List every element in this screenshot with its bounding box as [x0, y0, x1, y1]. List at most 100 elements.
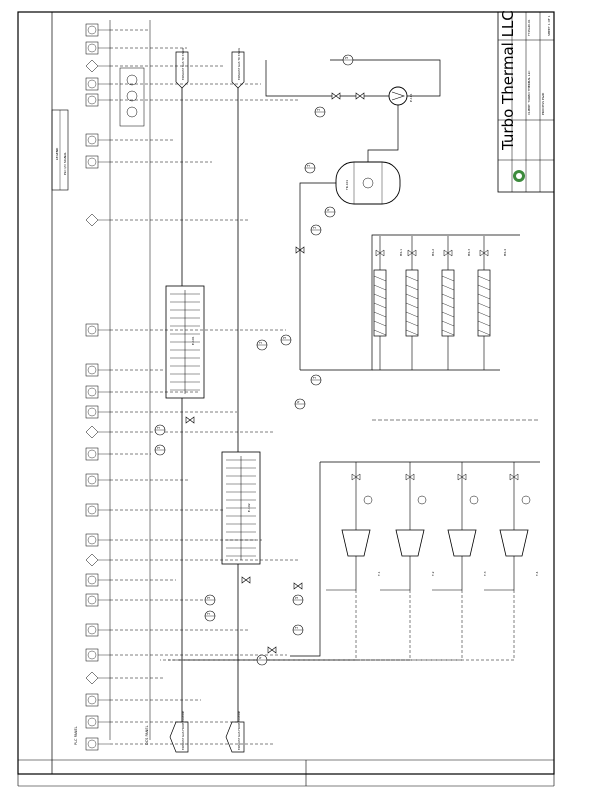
instrument-bubble-icon: TT — [154, 424, 166, 436]
instrument-tag: PT — [283, 337, 286, 340]
control-valve-icon[interactable] — [407, 249, 417, 257]
instrument-tag: TT — [259, 342, 262, 345]
control-valve-icon[interactable] — [457, 473, 467, 481]
recuperator-e102: E-102 — [221, 451, 261, 565]
plc-io-column — [85, 23, 145, 751]
diamond-function-icon — [85, 425, 110, 439]
plc-instrument-icon — [85, 155, 110, 169]
turbine-instrument-icon — [417, 495, 427, 505]
control-valve-icon[interactable] — [479, 249, 489, 257]
turbine-t4: T-4 — [484, 462, 539, 591]
plc-instrument-icon — [85, 503, 110, 517]
instrument-tag: LT — [259, 657, 262, 660]
exhaust-source-bottom-right: EXHAUST GAS FROM TURBINE — [225, 710, 245, 753]
diamond-function-icon — [85, 671, 110, 685]
legend-item: PLC I/O SIGNAL — [63, 152, 67, 175]
instrument-tag: PT — [295, 597, 298, 600]
plc-instrument-icon — [85, 405, 110, 419]
control-valve-icon[interactable] — [331, 92, 341, 100]
plc-instrument-icon — [85, 473, 110, 487]
vent-label: EXHAUST GAS FROM TURBINE — [181, 710, 185, 750]
heat-exchanger-hx4: HX-4 — [477, 236, 507, 370]
storage-tank-tk101: TK-101 — [335, 161, 401, 205]
instrument-bubble-icon: PT — [204, 594, 216, 606]
turbine-instrument-icon — [521, 495, 531, 505]
control-valve-icon[interactable] — [241, 576, 251, 584]
control-valve-icon[interactable] — [405, 473, 415, 481]
drawing-number: TT-P&ID-01 — [527, 19, 531, 37]
instrument-tag: TT — [313, 227, 316, 230]
diamond-function-icon — [85, 213, 110, 227]
control-valve-icon[interactable] — [293, 582, 303, 590]
equipment-tag: T-3 — [483, 571, 487, 577]
diamond-function-icon — [85, 553, 110, 567]
turbine-instrument-icon — [363, 495, 373, 505]
plc-instrument-icon — [85, 693, 110, 707]
drawing-title: PROCESS P&ID — [541, 92, 545, 115]
equipment-tag: HX-3 — [467, 249, 471, 256]
heat-exchanger-hx3: HX-3 — [441, 236, 471, 370]
sheet-number: SHEET 1 OF 1 — [547, 15, 551, 36]
heat-exchanger-hx1: HX-1 — [373, 236, 403, 370]
plc-panel-label: PLC PANEL — [74, 726, 78, 745]
plc-instrument-icon — [85, 385, 110, 399]
instrument-tag: FT — [307, 165, 310, 168]
control-valve-icon[interactable] — [295, 246, 305, 254]
instrument-tag: FT — [295, 627, 298, 630]
instrument-bubble-icon: LT — [324, 206, 336, 218]
turbine-t3: T-3 — [432, 462, 487, 591]
instrument-bubble-icon: TT — [204, 610, 216, 622]
turbine-t1: T-1 — [326, 462, 381, 591]
vent-label: EXHAUST GAS TO STACK — [181, 48, 185, 80]
instrument-tag: PT — [345, 57, 348, 60]
control-valve-icon[interactable] — [509, 473, 519, 481]
equipment-tag: E-102 — [247, 503, 251, 512]
equipment-tag: T-4 — [535, 571, 539, 577]
instrument-bubble-icon: FT — [304, 162, 316, 174]
legend-block: LEGEND PLC I/O SIGNAL — [51, 109, 69, 191]
plc-instrument-icon — [85, 93, 110, 107]
turbine-instrument-icon — [469, 495, 479, 505]
instrument-bubble-icon: PT — [292, 594, 304, 606]
equipment-tag: T-2 — [431, 571, 435, 577]
equipment-tag: HX-4 — [503, 249, 507, 256]
instrument-tag: PT — [157, 447, 160, 450]
control-valve-icon[interactable] — [443, 249, 453, 257]
control-valve-icon[interactable] — [267, 646, 277, 654]
instrument-tag: TT — [157, 427, 160, 430]
plc-instrument-icon — [85, 323, 110, 337]
instrument-bubble-icon: FT — [310, 374, 322, 386]
plc-instrument-icon — [85, 363, 110, 377]
plc-instrument-icon — [85, 77, 110, 91]
plc-instrument-icon — [85, 715, 110, 729]
exhaust-source-bottom-left: EXHAUST GAS FROM TURBINE — [169, 710, 189, 753]
instrument-bubble-icon: TT — [256, 339, 268, 351]
instrument-bubble-icon: LT — [294, 398, 306, 410]
plc-instrument-icon — [85, 41, 110, 55]
control-valve-icon[interactable] — [355, 92, 365, 100]
plc-instrument-icon — [85, 593, 110, 607]
instrument-tag: TT — [207, 613, 210, 616]
signal-wiring — [110, 29, 515, 745]
instrument-bubble-icon: LT — [256, 654, 268, 666]
instrument-bubble-icon: TT — [310, 224, 322, 236]
equipment-tag: E-101 — [191, 336, 195, 345]
diamond-function-icon — [85, 59, 110, 73]
instrument-tag: LT — [327, 209, 330, 212]
recuperator-e101: E-101 — [165, 285, 205, 399]
control-valve-icon[interactable] — [351, 473, 361, 481]
plc-instrument-icon — [85, 533, 110, 547]
instrument-bubble-icon: FT — [292, 624, 304, 636]
control-valve-icon[interactable] — [185, 416, 195, 424]
vent-label: EXHAUST GAS TO STACK — [237, 48, 241, 80]
instrument-tag: FT — [313, 377, 316, 380]
turbine-t2: T-2 — [380, 462, 435, 591]
equipment-tag: TK-101 — [345, 180, 349, 191]
title-block: Turbo Thermal LLC CLIENT: TURBO THERMAL … — [497, 10, 555, 193]
exhaust-stack-top-right: EXHAUST GAS TO STACK — [231, 48, 245, 89]
plc-instrument-icon — [85, 133, 110, 147]
instrument-bubble-icon: PT — [280, 334, 292, 346]
control-valve-icon[interactable] — [375, 249, 385, 257]
